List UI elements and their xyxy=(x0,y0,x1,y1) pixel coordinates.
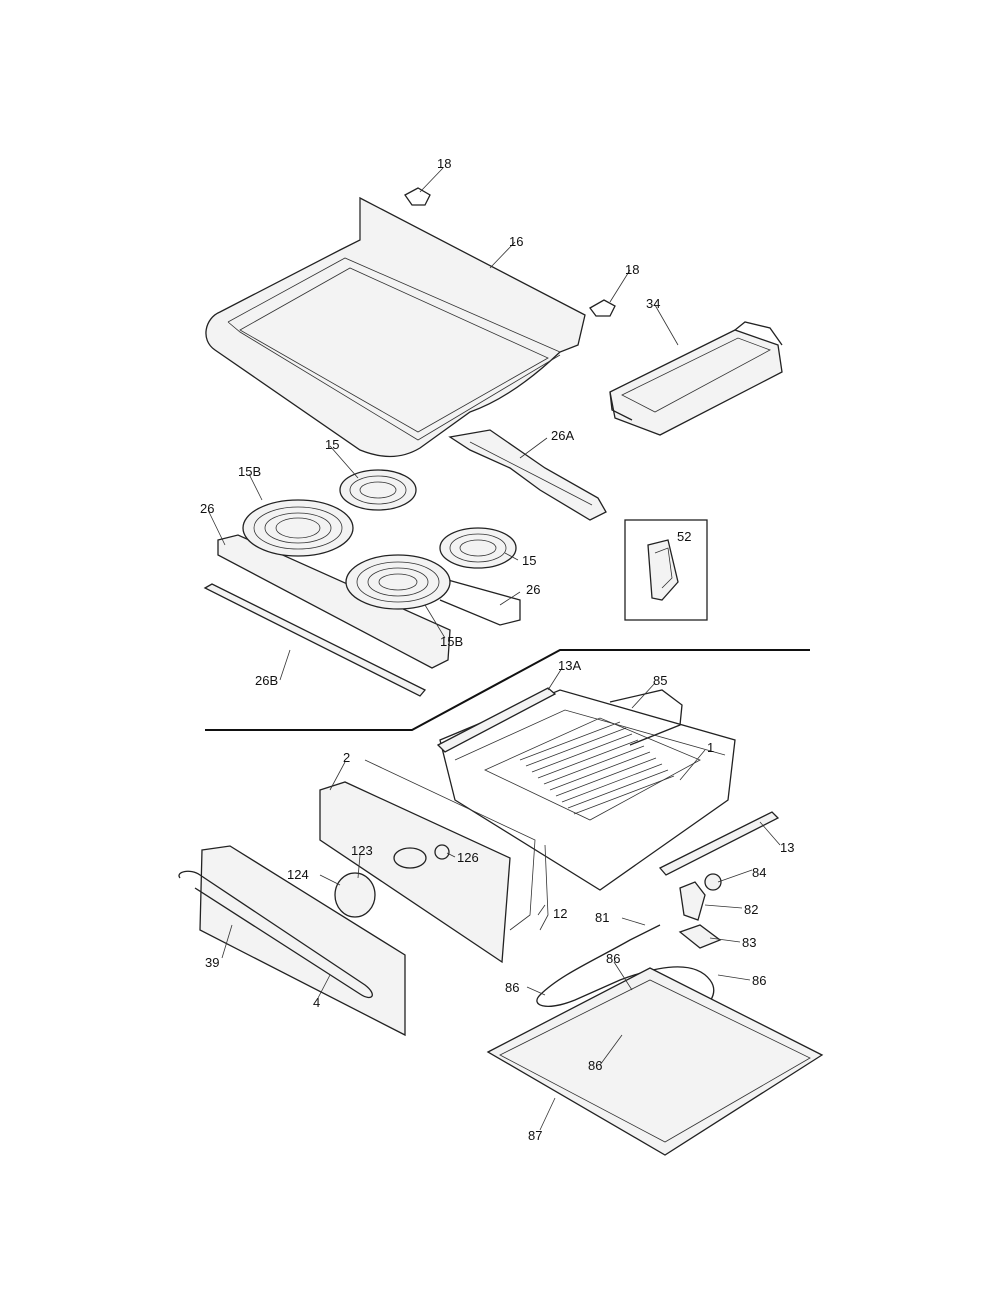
trim-strip-26b xyxy=(203,583,427,697)
section-divider xyxy=(205,649,810,731)
label-86-left: 86 xyxy=(505,980,519,995)
label-52: 52 xyxy=(677,529,691,544)
label-126: 126 xyxy=(457,850,479,865)
small-surface-element-right xyxy=(439,527,517,569)
light-assembly xyxy=(334,844,450,918)
label-124: 124 xyxy=(287,867,309,882)
drawer-box xyxy=(439,689,736,891)
inset-knob-box xyxy=(624,519,708,621)
griddle xyxy=(609,321,783,436)
label-39: 39 xyxy=(205,955,219,970)
large-surface-element-front xyxy=(345,554,451,610)
label-15b-front: 15B xyxy=(440,634,463,649)
label-86-right: 86 xyxy=(752,973,766,988)
label-1: 1 xyxy=(707,740,714,755)
label-2: 2 xyxy=(343,750,350,765)
label-4: 4 xyxy=(313,995,320,1010)
element-support-bracket xyxy=(217,534,521,669)
clip-right xyxy=(589,299,616,317)
label-26-left: 26 xyxy=(200,501,214,516)
label-81: 81 xyxy=(595,910,609,925)
label-12: 12 xyxy=(553,906,567,921)
label-16: 16 xyxy=(509,234,523,249)
part-labels: 18 16 18 34 26A 15 15B 26 15 52 26 15B 2… xyxy=(200,156,794,1143)
mount-plate-83 xyxy=(678,924,722,949)
bottom-plate-87 xyxy=(486,967,824,1156)
label-86-center: 86 xyxy=(606,951,620,966)
label-83: 83 xyxy=(742,935,756,950)
label-82: 82 xyxy=(744,902,758,917)
clip-top xyxy=(404,187,431,206)
terminal-84 xyxy=(704,873,722,891)
slide-rail-13a xyxy=(436,687,557,753)
label-15b-left: 15B xyxy=(238,464,261,479)
label-26a: 26A xyxy=(551,428,574,443)
label-85: 85 xyxy=(653,673,667,688)
drawer-handle xyxy=(178,870,373,999)
label-15-rear: 15 xyxy=(325,437,339,452)
label-123: 123 xyxy=(351,843,373,858)
label-34: 34 xyxy=(646,296,660,311)
label-18-right: 18 xyxy=(625,262,639,277)
element-bracket-82 xyxy=(679,881,706,921)
large-surface-element-left xyxy=(242,499,354,557)
small-surface-element-rear xyxy=(339,469,417,511)
label-15-right: 15 xyxy=(522,553,536,568)
label-26b: 26B xyxy=(255,673,278,688)
slide-rail-13 xyxy=(658,811,780,876)
drawer-rack xyxy=(519,721,675,815)
label-26-right: 26 xyxy=(526,582,540,597)
element-bracket-26a xyxy=(448,429,607,521)
gasket-12 xyxy=(539,844,549,931)
label-13a: 13A xyxy=(558,658,581,673)
label-13: 13 xyxy=(780,840,794,855)
drawer-front xyxy=(199,845,406,1037)
drawer-inner-panel xyxy=(319,759,536,964)
leader-lines xyxy=(207,167,781,1131)
cooktop-panel xyxy=(205,196,586,458)
label-87: 87 xyxy=(528,1128,542,1143)
label-84: 84 xyxy=(752,865,766,880)
label-86-bottom: 86 xyxy=(588,1058,602,1073)
label-18-top: 18 xyxy=(437,156,451,171)
